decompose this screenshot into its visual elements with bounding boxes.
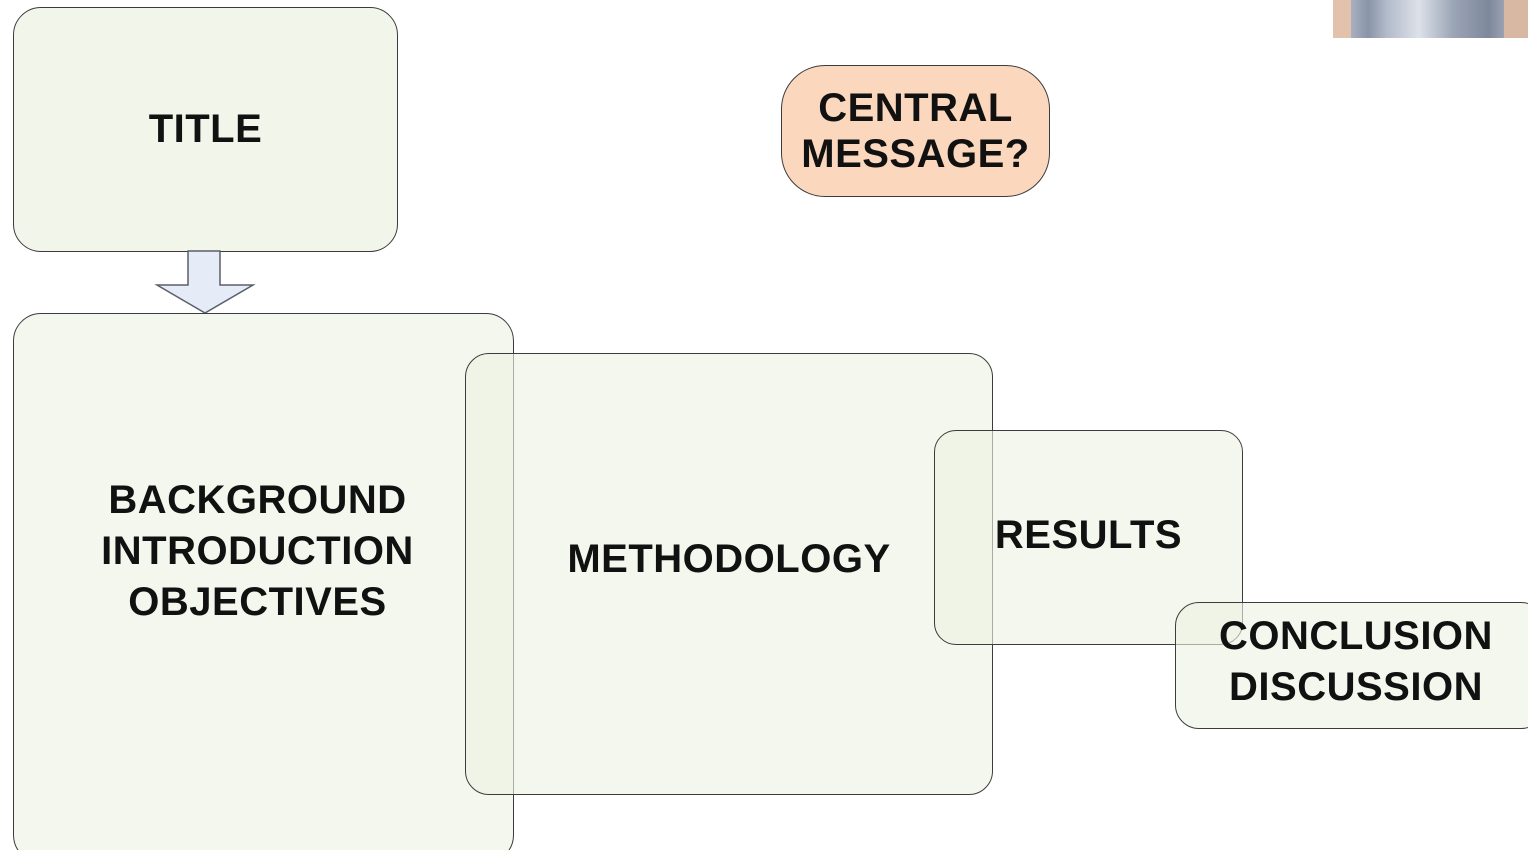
title-box-line: TITLE (148, 107, 263, 151)
central-message-line: CENTRAL (818, 86, 1013, 130)
methodology-box: METHODOLOGY (465, 353, 993, 795)
central-message-label: CENTRAL MESSAGE? (801, 85, 1029, 177)
background-box-line: BACKGROUND (108, 477, 407, 522)
conclusion-box: CONCLUSION DISCUSSION (1175, 602, 1528, 729)
results-box: RESULTS (934, 430, 1243, 645)
conclusion-box-line: DISCUSSION (1229, 665, 1483, 709)
central-message-line: MESSAGE? (801, 132, 1030, 176)
background-box-label: BACKGROUND INTRODUCTION OBJECTIVES (101, 475, 414, 628)
presenter-photo (1333, 0, 1528, 38)
results-box-label: RESULTS (995, 510, 1182, 561)
down-arrow-icon (154, 250, 256, 314)
background-box: BACKGROUND INTRODUCTION OBJECTIVES (13, 313, 514, 850)
methodology-box-label: METHODOLOGY (567, 534, 890, 585)
conclusion-box-line: CONCLUSION (1219, 614, 1493, 658)
background-box-line: OBJECTIVES (128, 579, 387, 624)
photo-skin-right (1504, 0, 1528, 38)
methodology-box-line: METHODOLOGY (567, 536, 891, 581)
background-box-line: INTRODUCTION (101, 528, 414, 573)
photo-skin-left (1333, 0, 1351, 38)
title-box-label: TITLE (149, 104, 263, 155)
results-box-line: RESULTS (994, 513, 1183, 557)
conclusion-box-label: CONCLUSION DISCUSSION (1176, 611, 1528, 713)
central-message-box: CENTRAL MESSAGE? (781, 65, 1050, 197)
title-box: TITLE (13, 7, 398, 252)
